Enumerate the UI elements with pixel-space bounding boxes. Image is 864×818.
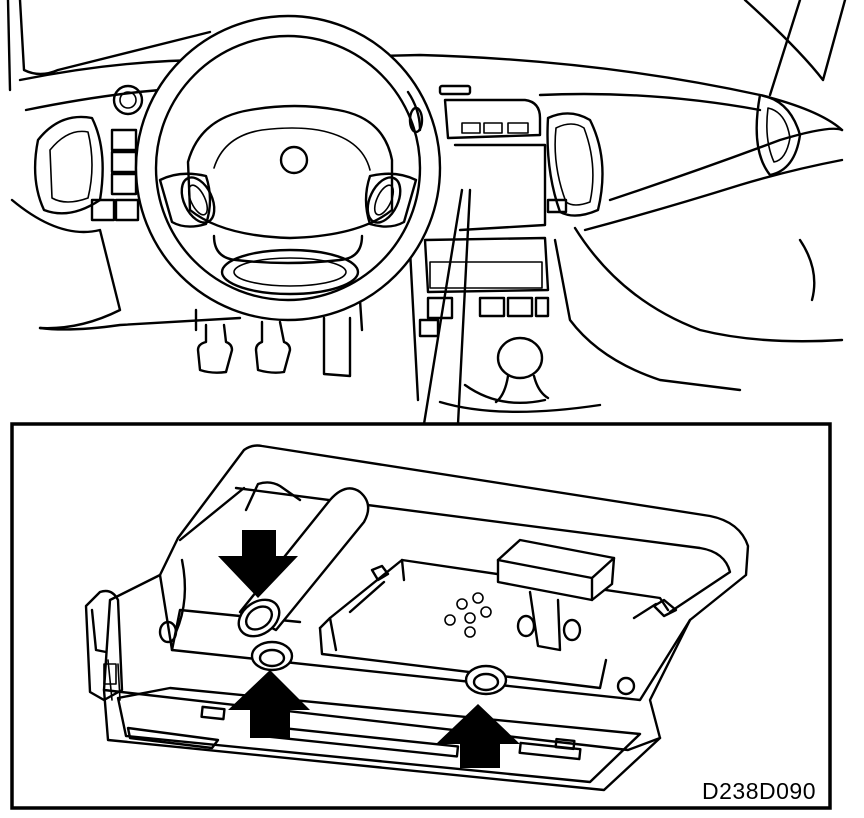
horn-emblem — [279, 145, 309, 175]
cylinder-post — [238, 487, 370, 632]
right-pillar — [743, 0, 847, 82]
arrow-up-right — [436, 704, 520, 768]
leader-line-left — [422, 188, 464, 426]
steering-wheel — [134, 14, 442, 322]
figure-code: D238D090 — [700, 777, 818, 805]
dash-top — [18, 53, 844, 132]
right-vent — [755, 93, 802, 177]
radio-unit — [443, 98, 542, 140]
center-right-vent — [546, 112, 604, 217]
pedal-1 — [196, 323, 234, 374]
pedal-2 — [254, 320, 292, 374]
gear-knob — [496, 336, 544, 380]
panel-body — [102, 444, 750, 752]
climate-panel — [423, 236, 550, 294]
left-knob — [112, 84, 144, 116]
wheel-hub — [186, 104, 394, 240]
left-pillar — [18, 0, 212, 76]
arrow-up-left — [228, 670, 310, 738]
arrow-down — [218, 530, 298, 598]
arrows — [218, 530, 520, 768]
pedal-3 — [322, 316, 352, 378]
leader-line-right — [456, 188, 472, 426]
dashboard-view — [6, 0, 847, 426]
front-lip — [102, 688, 662, 792]
detail-view — [84, 444, 750, 792]
